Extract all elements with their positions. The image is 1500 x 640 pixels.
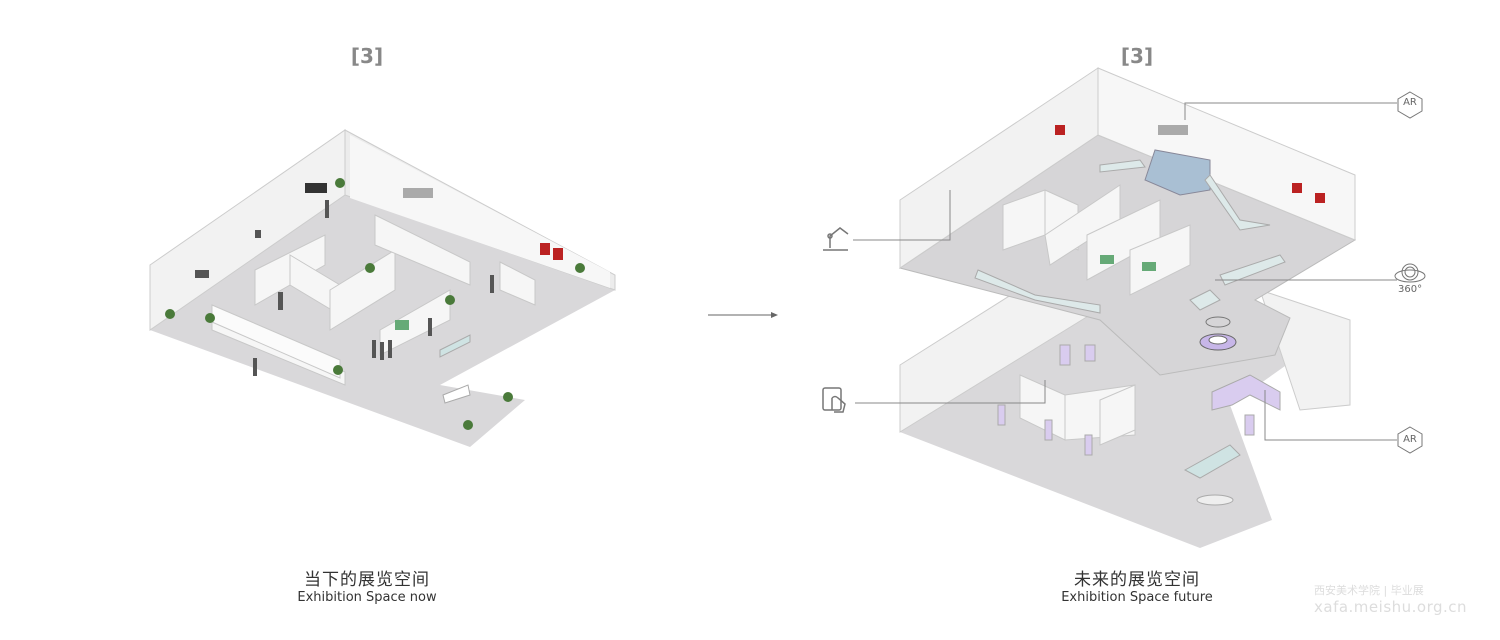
- transition-arrow: [708, 312, 778, 318]
- 360-view-icon[interactable]: [1394, 263, 1426, 283]
- caption-left: 当下的展览空间 Exhibition Space now: [217, 565, 517, 605]
- future-lower-floor: [899, 239, 1351, 548]
- stage-number-left: [3]: [350, 44, 384, 68]
- hologram-device: [1199, 316, 1237, 351]
- bench: [439, 334, 471, 358]
- artworks: [195, 183, 563, 330]
- ar-label-top: AR: [1403, 97, 1417, 108]
- caption-en: Exhibition Space now: [297, 590, 437, 605]
- caption-en: Exhibition Space future: [1061, 590, 1213, 605]
- callout-lines: [853, 102, 1397, 441]
- benches: [974, 159, 1286, 314]
- bench: [442, 384, 471, 404]
- caption-zh: 当下的展览空间: [304, 570, 430, 590]
- bench: [1183, 444, 1241, 479]
- watermark-url: xafa.meishu.org.cn: [1314, 598, 1468, 616]
- floor: [150, 195, 615, 447]
- watermark: 西安美术学院 | 毕业展 xafa.meishu.org.cn: [1314, 582, 1467, 616]
- ar-label-bottom: AR: [1403, 434, 1417, 445]
- caption-right: 未来的展览空间 Exhibition Space future: [987, 565, 1287, 605]
- ar-icon[interactable]: [1397, 426, 1423, 454]
- artworks: [1055, 125, 1325, 271]
- ar-icon[interactable]: [1397, 91, 1423, 119]
- visitors: [253, 200, 494, 376]
- caption-zh: 未来的展览空间: [1074, 570, 1200, 590]
- kiosks: [997, 344, 1281, 456]
- robot-arm-icon[interactable]: [823, 227, 849, 251]
- current-exhibition-space: [149, 129, 616, 447]
- partition-walls: [1019, 374, 1136, 446]
- 360-label: 360°: [1398, 284, 1423, 295]
- seat: [1196, 494, 1234, 506]
- plants: [165, 178, 585, 430]
- touch-hand-icon[interactable]: [822, 387, 846, 413]
- partition-walls: [211, 214, 536, 386]
- watermark-name: 西安美术学院 | 毕业展: [1314, 584, 1424, 597]
- stage-number-right: [3]: [1120, 44, 1154, 68]
- right-wall: [1097, 67, 1356, 241]
